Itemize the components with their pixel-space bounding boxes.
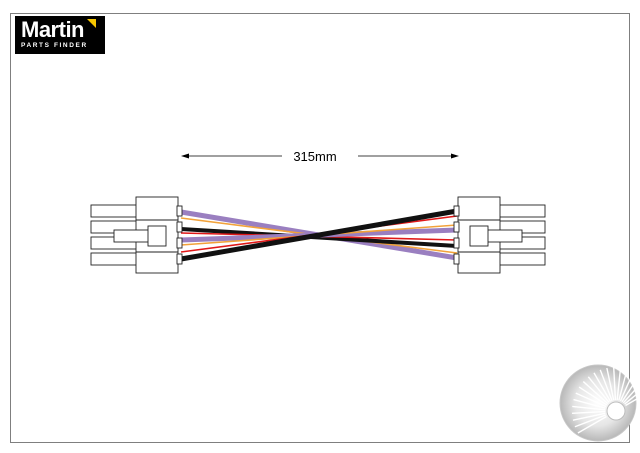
sunburst-seal-icon: [559, 364, 640, 442]
seal-ray: [618, 368, 629, 401]
seal-ray: [621, 373, 640, 403]
logo-tagline: PARTS FINDER: [21, 42, 88, 49]
dimension-arrow-right: [358, 153, 459, 159]
logo-wordmark: Martin: [21, 17, 85, 42]
logo-flag-icon: [87, 19, 96, 28]
seal-ray: [578, 386, 608, 406]
seal-ray: [622, 383, 640, 404]
seal-ray: [593, 372, 612, 402]
seal-ray: [577, 415, 607, 434]
wire-8: [180, 208, 458, 262]
wire-bundle: [180, 208, 458, 262]
seal-ray: [574, 414, 606, 428]
seal-ray: [599, 369, 613, 401]
seal-ray: [582, 381, 609, 405]
right-connector: [453, 196, 546, 274]
seal-ray: [606, 367, 615, 401]
seal-ray: [572, 410, 606, 415]
left-connector: [90, 196, 183, 274]
dimension-arrow-left: [181, 153, 282, 159]
seal-ray: [572, 412, 606, 421]
seal-ray: [616, 367, 622, 401]
martin-logo: Martin PARTS FINDER: [15, 16, 105, 54]
seal-ray: [624, 390, 640, 405]
seal-ray: [575, 392, 607, 408]
dimension-label: 315mm: [293, 149, 337, 164]
seal-ray: [572, 405, 606, 411]
seal-ray: [612, 367, 617, 401]
seal-ray: [619, 370, 635, 402]
seal-ray: [573, 398, 606, 409]
drawing-frame: [10, 13, 630, 443]
seal-ray: [587, 376, 610, 403]
